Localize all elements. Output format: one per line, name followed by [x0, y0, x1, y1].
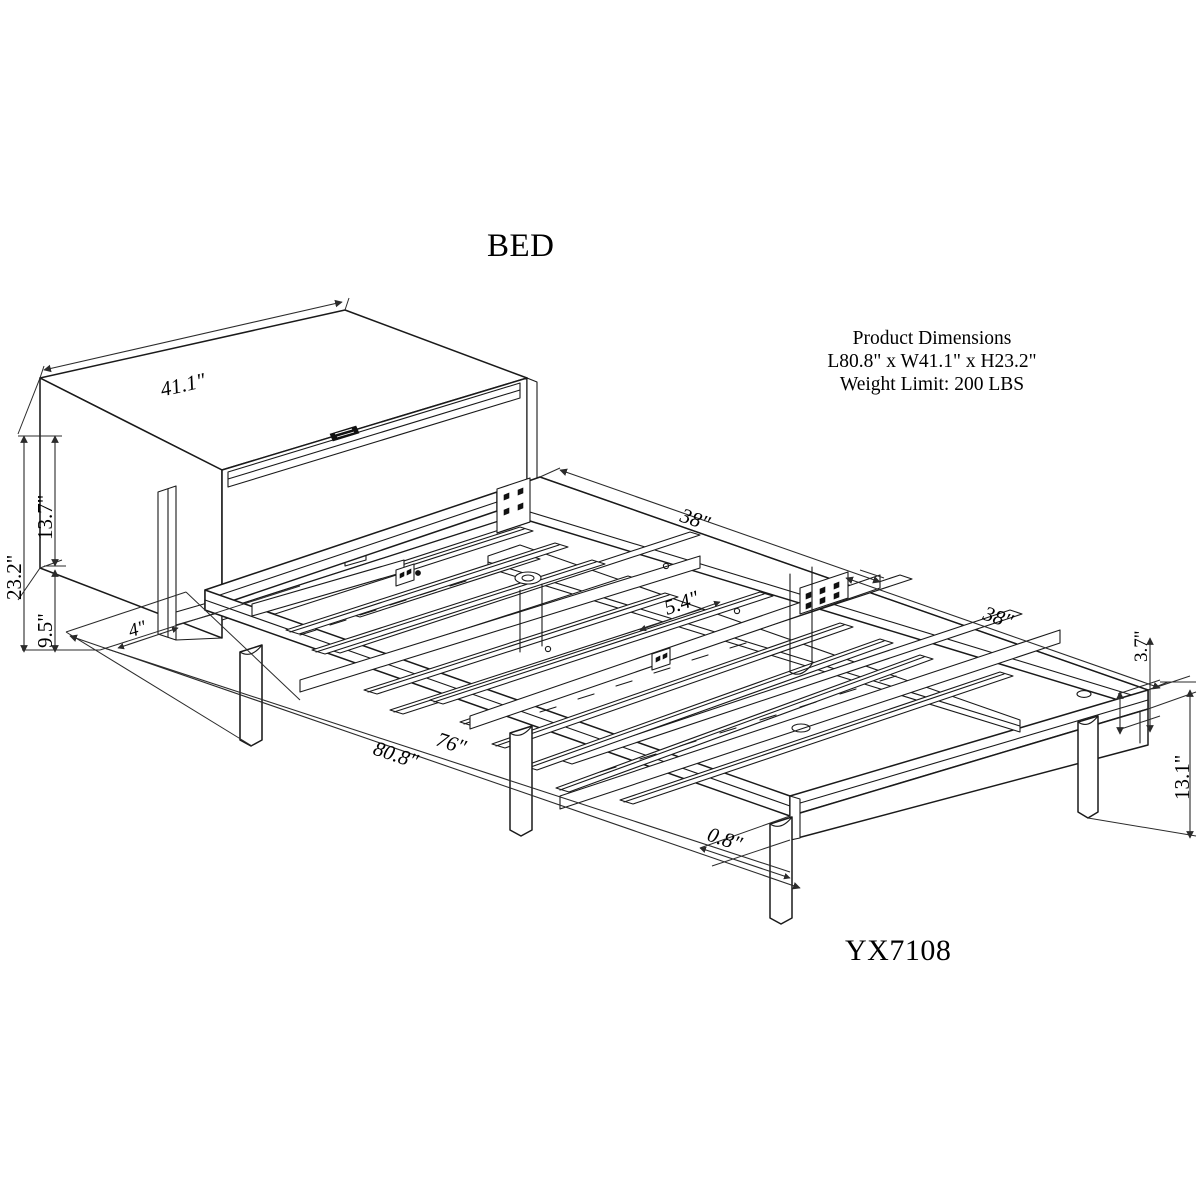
- dimension-label-headboard-lower-height: 9.5": [33, 613, 57, 648]
- headboard-assembly: [39, 309, 538, 641]
- dimension-label-rail-height: 3.7": [1131, 630, 1152, 662]
- leg-front-right: [769, 816, 793, 925]
- leg-front-mid: [509, 725, 533, 837]
- page-title: BED: [487, 228, 555, 264]
- spec-dimensions: L80.8" x W41.1" x H23.2": [827, 351, 1037, 372]
- spec-weight-limit: Weight Limit: 200 LBS: [839, 374, 1025, 395]
- dimension-lines: [17, 297, 1197, 890]
- bracket-small-a-icon: [395, 563, 415, 587]
- dimension-label-headboard-panel-height: 13.7": [33, 494, 57, 540]
- dimension-label-overall-height: 23.2": [2, 554, 26, 600]
- bolt-washer-icon: [514, 571, 542, 585]
- leg-back-right: [1077, 715, 1099, 819]
- bed-frame-assembly: [204, 476, 1149, 925]
- model-code: YX7108: [845, 934, 952, 967]
- dimension-label-leg-height: 13.1": [1170, 754, 1194, 800]
- spec-heading: Product Dimensions: [852, 328, 1012, 349]
- bracket-small-b-icon: [651, 647, 671, 671]
- corner-bracket-head-icon: [496, 477, 531, 534]
- headboard-hardware-icon: [329, 425, 360, 442]
